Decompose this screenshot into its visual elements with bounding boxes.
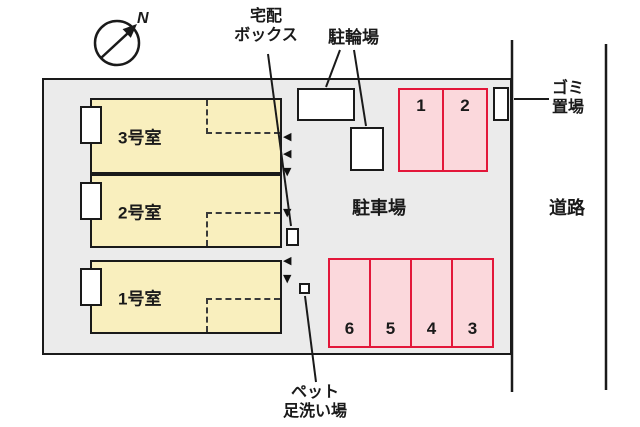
parking-stall-1-number: 1	[416, 96, 426, 115]
parking-stalls-top: 1 2	[398, 88, 488, 172]
room-1: 1号室	[90, 260, 282, 334]
arrow-left-marker-icon: ◀	[283, 254, 292, 267]
delivery-box-label-line2: ボックス	[234, 26, 298, 44]
garbage-area-label-line2: 置場	[552, 98, 585, 116]
parking-stall-4: 4	[410, 260, 451, 346]
arrow-down-marker-icon: ▼	[283, 165, 292, 178]
parking-stall-5-number: 5	[385, 319, 396, 338]
delivery-box	[286, 228, 299, 246]
arrow-left-marker-icon: ◀	[283, 130, 292, 143]
parking-stall-5: 5	[369, 260, 410, 346]
parking-stall-2: 2	[442, 90, 486, 170]
pet-wash-label-line1: ペット	[290, 384, 339, 401]
parking-stall-3: 3	[451, 260, 492, 346]
room-3-dashed-area	[206, 100, 280, 134]
room-2-label: 2号室	[118, 203, 162, 223]
parking-stalls-bottom: 6 5 4 3	[328, 258, 494, 348]
pet-wash-label: ペット 足洗い場	[270, 384, 360, 422]
road-label: 道路	[549, 198, 585, 218]
parking-stall-1: 1	[400, 90, 442, 170]
parking-stall-4-number: 4	[426, 319, 437, 338]
compass-north-label: N	[137, 10, 149, 27]
room-3-entrance	[80, 106, 102, 144]
room-2-dashed-area	[206, 212, 280, 246]
arrow-down-marker-icon: ▼	[283, 272, 292, 285]
room-3-label: 3号室	[118, 128, 162, 148]
parking-stall-2-number: 2	[460, 96, 470, 115]
parking-stall-3-number: 3	[467, 319, 478, 338]
parking-stall-6: 6	[330, 260, 369, 346]
arrow-left-marker-icon: ◀	[283, 147, 292, 160]
delivery-box-label-line1: 宅配	[249, 8, 282, 25]
garbage-area-box	[493, 87, 509, 121]
parking-stall-6-number: 6	[344, 319, 355, 338]
bicycle-parking-label: 駐輪場	[328, 28, 379, 47]
parking-lot-label: 駐車場	[352, 198, 406, 218]
bicycle-parking-area-2	[350, 127, 384, 171]
garbage-area-label: ゴミ 置場	[552, 80, 584, 118]
room-2-entrance	[80, 182, 102, 220]
room-1-label: 1号室	[118, 289, 162, 309]
room-1-entrance	[80, 268, 102, 306]
room-3: 3号室	[90, 98, 282, 174]
pet-wash-station	[299, 283, 310, 294]
delivery-box-label: 宅配 ボックス	[226, 8, 306, 46]
arrow-down-marker-icon: ▼	[283, 206, 292, 219]
bicycle-parking-area-1	[297, 88, 355, 121]
pet-wash-label-line2: 足洗い場	[282, 402, 347, 420]
garbage-area-label-line1: ゴミ	[552, 80, 585, 97]
compass-icon	[93, 19, 141, 67]
room-1-dashed-area	[206, 298, 280, 332]
